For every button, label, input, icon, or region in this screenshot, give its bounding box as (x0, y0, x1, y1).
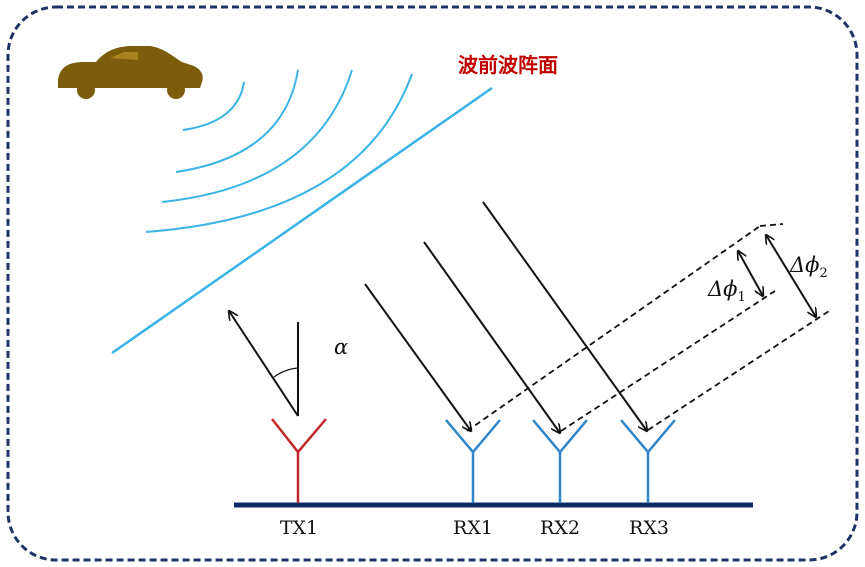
delta-phi-1-arrow (738, 251, 763, 296)
phase-projection-lines (466, 223, 830, 432)
rx2-label: RX2 (540, 517, 580, 539)
rx1-label: RX1 (453, 517, 493, 539)
delta-phi-1-label: Δϕ1 (707, 277, 746, 305)
delta-phi-2-label: Δϕ2 (789, 253, 828, 281)
rx3-label: RX3 (629, 517, 669, 539)
rx1-antenna-icon (445, 419, 501, 503)
angle-label: α (334, 335, 348, 359)
rx3-antenna-icon (620, 419, 676, 503)
angle-indicator (229, 311, 299, 417)
diagram-border (6, 5, 859, 562)
tx1-label: TX1 (280, 517, 318, 539)
emitted-wave-arcs (145, 69, 413, 233)
delta-phi-2-arrow (766, 235, 816, 317)
incoming-signal-arrows (364, 201, 647, 433)
wavefront-line (111, 86, 493, 355)
tx1-antenna-icon (271, 418, 327, 503)
wavefront-title: 波前波阵面 (458, 53, 558, 77)
car-icon (58, 46, 203, 99)
rx2-antenna-icon (532, 419, 588, 503)
